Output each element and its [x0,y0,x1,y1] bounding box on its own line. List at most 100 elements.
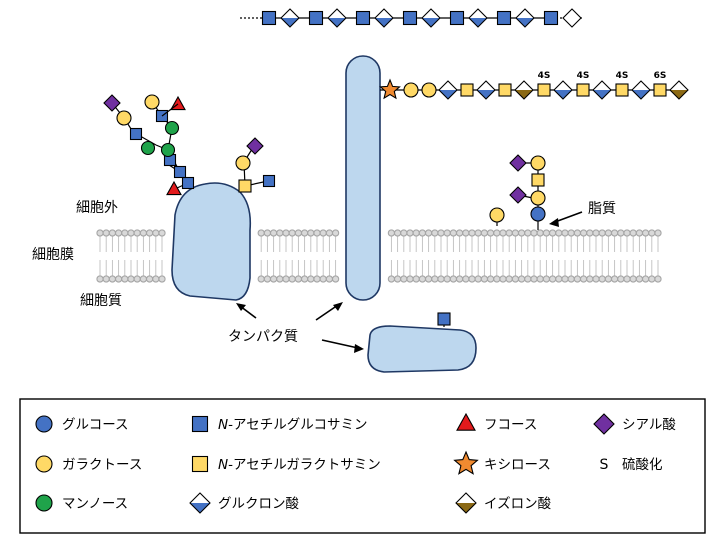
galnac-square [460,83,474,97]
lipid-head [449,275,458,283]
lipid-head [300,275,309,283]
galnac-square [653,83,667,97]
glycosidic-bond [161,103,179,117]
lipid-head [96,275,104,283]
lipid-head [114,229,123,237]
lipid-head [406,229,414,237]
glucuronic-acid-diamond [421,8,441,28]
galactose-circle [530,155,546,171]
diamond-upper-half [281,9,299,18]
glcnac-square [262,174,276,188]
diamond-outline [455,492,477,514]
sulfation-label: 4S [616,71,629,81]
diamond-upper-half [375,9,393,18]
diamond-outline [438,80,458,100]
lipid-head [579,275,588,283]
lipid-head [654,229,662,237]
lipid-head [468,229,476,237]
galnac-square [537,83,551,97]
lipid-head [387,229,396,237]
lipid-head [536,275,544,283]
glcnac-square [496,10,512,26]
o-glycan [235,137,276,193]
lipid-head [542,275,551,283]
lipid-head [629,229,637,237]
legend-label: 硫酸化 [622,457,663,473]
sialic-acid-diamond [509,154,527,172]
lipid-head [387,275,396,283]
legend-label: マンノース [62,496,128,512]
lipid-head [276,229,284,237]
mannose-circle [160,142,176,158]
lipid-head [579,229,588,237]
lipid-head [412,275,420,283]
lipid-head [431,275,439,283]
diamond-lower-half [515,90,533,99]
label-cytoplasm: 細胞質 [80,293,122,309]
lipid-head [511,229,520,237]
lipid-head [269,275,278,283]
legend-galactose: ガラクトース [35,455,142,473]
sulfation-label: 6S [654,71,667,81]
diamond-outline [189,492,211,514]
legend-glca: グルクロン酸 [189,492,299,514]
lipid-head [257,275,265,283]
glucose-icon [35,415,53,433]
lipid-head [480,275,489,283]
lipid-head [393,275,402,283]
diamond-lower-half [477,90,495,99]
lipid-head [133,229,141,237]
legend-box [19,398,706,534]
lipid-head [610,229,619,237]
legend-label: グルクロン酸 [218,496,299,512]
diamond-outline [669,80,689,100]
diamond-upper-half [422,9,440,18]
glucose-circle [530,206,546,222]
lipid-head [313,275,321,283]
diamond-outline [592,80,612,100]
glcnac-square [543,10,559,26]
lipid-head [406,275,414,283]
lipid-head [102,229,110,237]
diamond-lower-half [422,18,440,27]
lipid-head [121,229,129,237]
diamond-lower-half [439,90,457,99]
diamond-lower-half [516,18,534,27]
lipid-head [294,275,303,283]
lipid-head [257,229,265,237]
lipid-head [592,275,600,283]
lipid-head [127,275,135,283]
arrow-to-transmembrane-protein [315,304,339,321]
diamond-lower-half [469,18,487,27]
legend-sialic: シアル酸 [593,413,676,435]
lipid-head [474,229,482,237]
lipid-head [486,275,495,283]
idoa-icon [455,492,477,514]
legend-label: キシロース [484,457,551,473]
glcnac-square [181,176,195,190]
lipid-head [412,229,420,237]
lipid-head [524,229,532,237]
lipid-head [555,275,563,283]
lipid-head [288,229,296,237]
lipid-head [486,229,495,237]
lipid-head [604,229,613,237]
glucuronic-acid-diamond [438,80,458,100]
xylose-icon [453,450,479,475]
lipid-head [393,229,402,237]
lipid-head [331,229,340,237]
legend-mannose: マンノース [35,494,128,512]
galactose-circle [421,82,437,98]
legend-label: ガラクトース [62,457,142,473]
lipid-head [641,229,650,237]
lipid-head [331,275,340,283]
legend-label: シアル酸 [622,417,676,433]
legend-label-prefix: N [218,417,228,433]
diamond-upper-half [593,81,611,90]
iduronic-acid-diamond [669,80,689,100]
diamond-lower-half [281,18,299,27]
lipid-head [617,229,625,237]
label-protein: タンパク質 [228,329,298,345]
